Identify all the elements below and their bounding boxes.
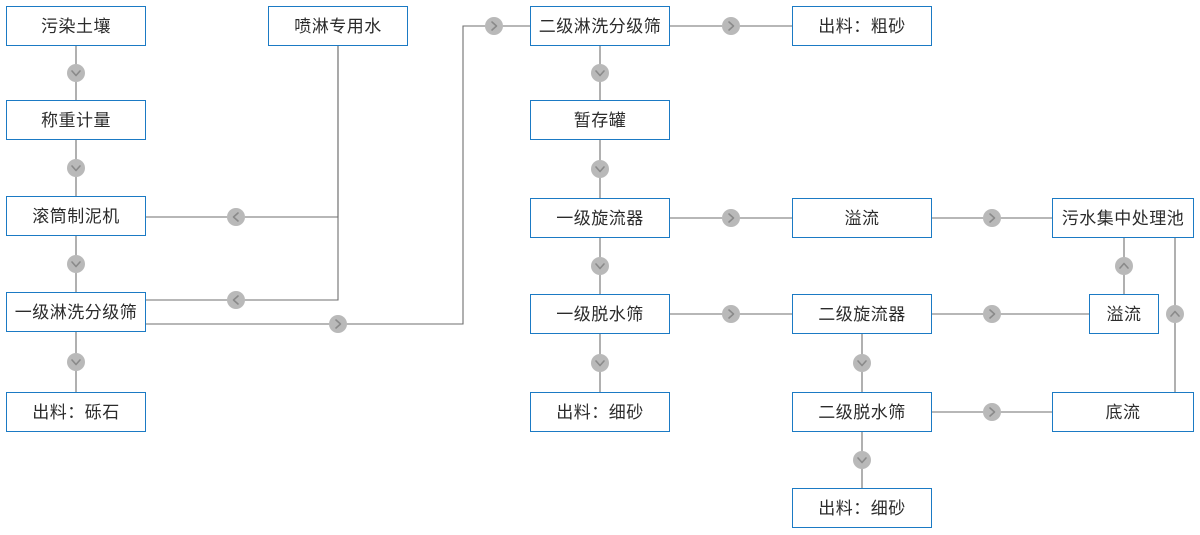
arrow-marker-down-icon — [67, 255, 85, 273]
edge-n2-to-n3 — [67, 140, 85, 196]
edge-n18-to-n17 — [1115, 238, 1133, 294]
edge-n9-to-n13 — [670, 209, 792, 227]
edge-n4-to-n5 — [67, 332, 85, 392]
arrow-marker-right-icon — [722, 209, 740, 227]
edge-line — [146, 46, 339, 301]
arrow-marker-down-icon — [591, 160, 609, 178]
arrow-marker-right-icon — [983, 305, 1001, 323]
edge-n10-to-n14 — [670, 305, 792, 323]
arrow-marker-down-icon — [591, 64, 609, 82]
edge-n6-to-n3 — [146, 46, 339, 226]
node-box-n19[interactable]: 底流 — [1052, 392, 1194, 432]
node-box-n2[interactable]: 称重计量 — [6, 100, 146, 140]
node-box-n15[interactable]: 二级脱水筛 — [792, 392, 932, 432]
arrow-marker-left-icon — [227, 208, 245, 226]
arrow-marker-right-icon — [485, 17, 503, 35]
edge-line — [146, 46, 339, 218]
node-box-n13[interactable]: 溢流 — [792, 198, 932, 238]
node-box-n1[interactable]: 污染土壤 — [6, 6, 146, 46]
node-label: 出料：细砂 — [556, 402, 644, 422]
arrow-marker-down-icon — [67, 159, 85, 177]
edge-n6-to-n4 — [146, 46, 339, 309]
edge-n3-to-n4 — [67, 236, 85, 292]
node-label: 一级旋流器 — [556, 208, 644, 228]
node-label: 出料：粗砂 — [818, 16, 906, 36]
node-box-n4[interactable]: 一级淋洗分级筛 — [6, 292, 146, 332]
node-label: 二级旋流器 — [818, 304, 906, 324]
edge-n1-to-n2 — [67, 46, 85, 100]
edge-n13-to-n17 — [932, 209, 1052, 227]
arrow-marker-right-icon — [329, 315, 347, 333]
node-label: 称重计量 — [41, 110, 111, 130]
edge-line — [146, 25, 530, 325]
node-label: 喷淋专用水 — [294, 16, 382, 36]
edge-n14-to-n15 — [853, 334, 871, 392]
edge-n7-to-n8 — [591, 46, 609, 100]
edge-n14-to-n18 — [932, 305, 1089, 323]
arrow-marker-down-icon — [853, 354, 871, 372]
node-box-n10[interactable]: 一级脱水筛 — [530, 294, 670, 334]
arrow-marker-down-icon — [67, 64, 85, 82]
node-label: 出料：细砂 — [818, 498, 906, 518]
arrow-marker-down-icon — [853, 451, 871, 469]
node-box-n9[interactable]: 一级旋流器 — [530, 198, 670, 238]
edge-n15-to-n16 — [853, 432, 871, 488]
node-box-n3[interactable]: 滚筒制泥机 — [6, 196, 146, 236]
edge-n9-to-n10 — [591, 238, 609, 294]
edge-n15-to-n19 — [932, 403, 1052, 421]
edge-n10-to-n11 — [591, 334, 609, 392]
arrow-marker-right-icon — [983, 403, 1001, 421]
node-box-n14[interactable]: 二级旋流器 — [792, 294, 932, 334]
node-label: 二级脱水筛 — [818, 402, 906, 422]
node-label: 底流 — [1105, 402, 1141, 422]
node-box-n12[interactable]: 出料：粗砂 — [792, 6, 932, 46]
node-label: 二级淋洗分级筛 — [538, 16, 662, 36]
arrow-marker-down-icon — [591, 354, 609, 372]
edge-n19-to-n17 — [1166, 238, 1184, 392]
node-box-n11[interactable]: 出料：细砂 — [530, 392, 670, 432]
node-box-n8[interactable]: 暂存罐 — [530, 100, 670, 140]
node-label: 出料：砾石 — [32, 402, 120, 422]
arrow-marker-right-icon — [722, 17, 740, 35]
arrow-marker-up-icon — [1115, 257, 1133, 275]
arrow-marker-right-icon — [722, 305, 740, 323]
node-label: 一级脱水筛 — [556, 304, 644, 324]
arrow-marker-down-icon — [67, 353, 85, 371]
node-box-n6[interactable]: 喷淋专用水 — [268, 6, 408, 46]
node-box-n17[interactable]: 污水集中处理池 — [1052, 198, 1194, 238]
node-label: 滚筒制泥机 — [32, 206, 120, 226]
edge-n4-to-n7 — [146, 17, 530, 333]
node-label: 溢流 — [1106, 304, 1142, 324]
arrow-marker-up-icon — [1166, 305, 1184, 323]
arrow-marker-right-icon — [983, 209, 1001, 227]
edge-n7-to-n12 — [670, 17, 792, 35]
node-label: 溢流 — [844, 208, 880, 228]
node-box-n18[interactable]: 溢流 — [1089, 294, 1159, 334]
node-box-n16[interactable]: 出料：细砂 — [792, 488, 932, 528]
node-box-n5[interactable]: 出料：砾石 — [6, 392, 146, 432]
node-label: 一级淋洗分级筛 — [14, 302, 138, 322]
arrow-marker-down-icon — [591, 257, 609, 275]
node-label: 污染土壤 — [41, 16, 111, 36]
node-box-n7[interactable]: 二级淋洗分级筛 — [530, 6, 670, 46]
arrow-marker-left-icon — [227, 291, 245, 309]
edge-n8-to-n9 — [591, 140, 609, 198]
node-label: 暂存罐 — [573, 110, 627, 130]
node-label: 污水集中处理池 — [1061, 208, 1185, 228]
